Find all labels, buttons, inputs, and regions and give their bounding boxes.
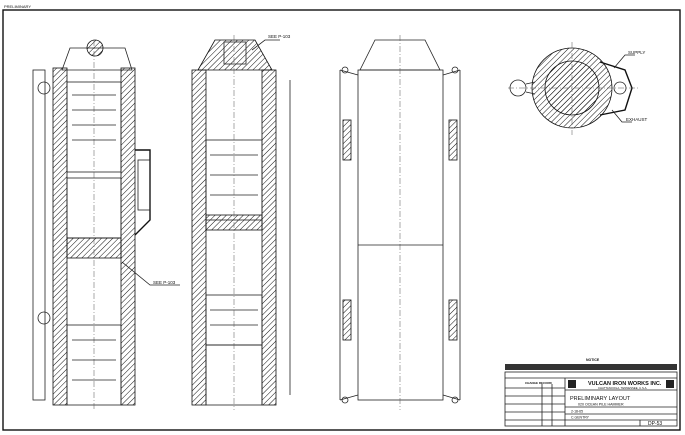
sheet-border	[2, 9, 681, 431]
supply-label: SUPPLY	[628, 50, 645, 55]
header-stamp: PRELIMINARY	[4, 4, 31, 9]
see-reference-top: SEE P-103	[268, 34, 291, 39]
company-name: VULCAN IRON WORKS INC.	[588, 381, 662, 387]
see-reference-left: SEE P-103	[153, 280, 176, 285]
exhaust-label: EXHAUST	[626, 117, 648, 122]
center-section-view: SEE P-103	[191, 34, 291, 410]
drawing-number: DP-53	[648, 421, 662, 427]
drawing-title: PRELIMINARY LAYOUT	[570, 396, 631, 402]
plan-view: SUPPLY EXHAUST	[508, 42, 648, 135]
left-section-view: SEE P-103	[32, 39, 180, 410]
drawing-date: 2-18-65	[571, 410, 583, 414]
notice-title: NOTICE	[586, 358, 600, 362]
drawing-subtitle: 020 OCEAN PILE HAMMER	[578, 403, 624, 407]
drawn-by: C.GENTRY	[571, 416, 590, 420]
company-logo-right	[666, 380, 674, 388]
exterior-elevation-view	[339, 35, 461, 410]
title-block: NOTICE CHANGE RECORD VULCAN IRON WORKS I…	[504, 358, 678, 427]
company-location: CHATTANOOGA, TENNESSEE, U.S.A.	[598, 386, 647, 390]
change-record-label: CHANGE RECORD	[525, 381, 553, 385]
company-logo-left	[568, 380, 576, 388]
